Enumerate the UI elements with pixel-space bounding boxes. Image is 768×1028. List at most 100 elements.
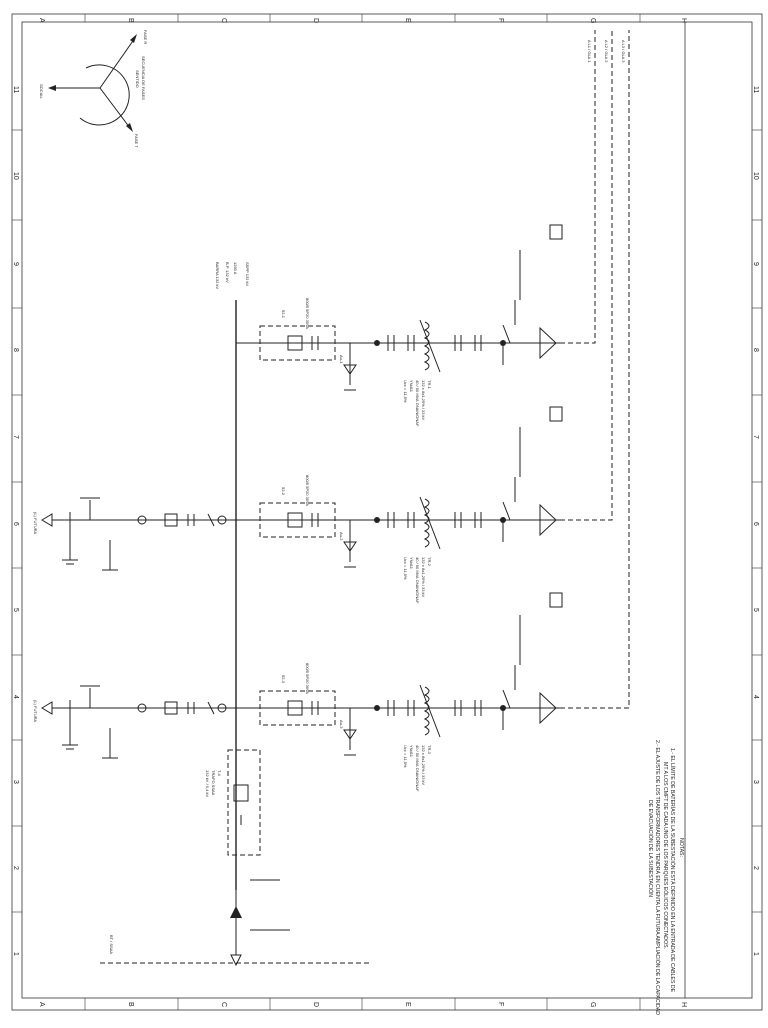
row-number-3: 3: [12, 780, 19, 784]
busbar-label-ref: B.P. 132 kV: [225, 262, 230, 283]
compass-arrowhead-down-icon: [126, 123, 133, 132]
compass-arrowhead-up-icon: [130, 34, 137, 43]
ssaa-arrow-icon: [230, 906, 242, 918]
compass-arrow-a-label: FASE R: [143, 30, 148, 44]
col-letter-e-bottom: E: [404, 1002, 411, 1007]
feeder-2-breaker-label: 52-2: [281, 487, 286, 496]
feeder-3-aux-breaker-icon: [549, 592, 563, 608]
notes-block: NOTAS: 1.- EL LÍMITE DE BATERÍAS DE LA S…: [647, 740, 684, 1015]
feeder-3-tr-rating: 132 ± 8x1,25% / 33 kV: [421, 745, 426, 786]
feeder-2-transformer-icon: [423, 498, 430, 548]
notes-title: NOTAS:: [678, 838, 684, 857]
feeder-1-tr-label: TR-1: [427, 380, 432, 390]
feeder-3-output-label: A L3 / GLA 3: [621, 40, 626, 63]
col-letter-b-bottom: B: [127, 1002, 134, 1007]
feeder-3-transformer-icon: [423, 686, 430, 736]
feeder-1-tr-power: 40 / 50 MVA ONAN/ONAF: [415, 380, 420, 427]
ssaa-enclosure: [227, 749, 261, 856]
col-letter-b: B: [127, 18, 134, 23]
feeder-3-arrester-label: Au-3: [339, 720, 344, 729]
feeder-1-tr-group: YNd11: [409, 380, 414, 393]
compass-label-main: SECUENCIA DE FASES: [141, 56, 146, 100]
future-bay-2-ct-icon: [137, 703, 147, 713]
col-letter-a: A: [38, 18, 45, 23]
notes-line-2: MT A LOS CMFT DE CADA UNO DE LOS PARQUES…: [662, 762, 669, 949]
feeder-2-output-label: A L2 / GLA 2: [604, 40, 609, 63]
feeder-2-tr-rating: 132 ± 8x1,25% / 33 kV: [421, 557, 426, 598]
feeder-3-tr-group: YNd11: [409, 745, 414, 758]
feeder-1-cable-terminal-icon: [539, 326, 557, 360]
compass-arrow-down: [99, 87, 131, 129]
row-number-2-right: 2: [752, 866, 759, 870]
notes-line-3: 2.- EL AJUSTE DE LOS TRANSFORMADORES TEN…: [654, 740, 661, 1015]
row-number-6-right: 6: [752, 522, 759, 526]
feeder-2-ct-label: 800/5 5P20 30VA: [305, 475, 310, 506]
notes-line-4: DE EVACUACIÓN DE LA SUBESTACIÓN: [647, 800, 654, 897]
busbar-label-bottom: SSPP 132 kV: [245, 262, 250, 286]
row-number-4: 4: [12, 695, 19, 699]
column-letters-top: A B C D E F G H: [38, 18, 687, 23]
future-bay-2-breaker-icon: [164, 701, 178, 715]
future-bay-2-label: (L) FUTURA: [33, 700, 38, 723]
notes-line-1: 1.- EL LÍMITE DE BATERÍAS DE LA SUBESTAC…: [669, 748, 676, 993]
col-letter-d-bottom: D: [312, 1002, 319, 1007]
future-bay-1-ct-icon: [137, 515, 147, 525]
ssaa-rating: 132 kV / 0,4 kV: [205, 770, 210, 797]
feeder-1-arrester-label: Au-1: [339, 355, 344, 364]
feeder-bay-2: 800/5 5P20 30VA 52-2 TR-2 132 ± 8x1,25% …: [236, 40, 609, 604]
bottom-bar-label: BT / SSAA: [109, 935, 114, 954]
feeder-1-tr-ucc: Ucc = 11,5%: [403, 380, 408, 403]
column-letters-bottom: A B C D E F G H: [38, 1002, 687, 1007]
ssaa-breaker-icon: [233, 784, 249, 802]
compass-label-social: SOCIAL: [39, 84, 44, 99]
feeder-2-tr-label: TR-2: [427, 557, 432, 567]
col-letter-h: H: [680, 18, 687, 23]
ssaa-label: TRAFO SSAA: [211, 770, 216, 796]
row-number-10: 10: [12, 172, 19, 180]
feeder-1-ct-label: 800/5 5P20 30VA: [305, 298, 310, 329]
future-bay-1-vt-icon: [217, 515, 227, 525]
row-number-7-right: 7: [752, 435, 759, 439]
feeder-1-breaker-icon: [287, 335, 303, 351]
col-letter-f-bottom: F: [497, 1002, 504, 1006]
feeder-2-arrester-label: Au-2: [339, 532, 344, 541]
feeder-1-transformer-icon: [423, 321, 430, 371]
row-number-6: 6: [12, 522, 19, 526]
feeder-1-output-label: A L1 / GLA 1: [587, 40, 592, 63]
ssaa-id: T-4: [217, 770, 222, 777]
row-number-8: 8: [12, 348, 19, 352]
row-number-9-right: 9: [752, 262, 759, 266]
compass-arrow-b-label: FASE T: [134, 134, 139, 148]
feeder-1-aux-breaker-icon: [549, 224, 563, 240]
feeder-3-node-icon: [374, 705, 380, 711]
compass-label-sub: SENTIDO: [135, 70, 140, 88]
inner-frame: [21, 21, 753, 999]
future-bay-2-terminal-icon: [41, 701, 53, 715]
feeder-3-arrester-icon: [343, 729, 357, 740]
col-letter-f: F: [497, 18, 504, 22]
busbar-label-rating: 1250 A: [233, 262, 238, 275]
row-number-7: 7: [12, 435, 19, 439]
feeder-2-gis-enclosure: [259, 502, 336, 538]
row-number-8-right: 8: [752, 348, 759, 352]
future-bay-2-vt-icon: [217, 703, 227, 713]
row-number-9: 9: [12, 262, 19, 266]
feeder-2-tr-power: 40 / 50 MVA ONAN/ONAF: [415, 557, 420, 604]
feeder-3-cable-terminal-icon: [539, 691, 557, 725]
feeder-3-breaker-label: 52-3: [281, 675, 286, 684]
feeder-1-breaker-label: 52-1: [281, 310, 286, 319]
col-letter-h-bottom: H: [680, 1002, 687, 1007]
col-letter-c-bottom: C: [220, 1002, 227, 1007]
row-number-5-right: 5: [752, 608, 759, 612]
feeder-1-arrester-icon: [343, 364, 357, 375]
future-bay-1-terminal-icon: [41, 513, 53, 527]
feeder-bay-3: 800/5 5P20 30VA 52-3 TR-3 132 ± 8x1,25% …: [236, 40, 626, 792]
row-number-2: 2: [12, 866, 19, 870]
feeder-3-tr-label: TR-3: [427, 745, 432, 755]
phase-sequence-symbol: SOCIAL SECUENCIA DE FASES SENTIDO FASE R…: [39, 30, 148, 148]
row-number-1-right: 1: [752, 952, 759, 956]
feeder-2-aux-breaker-icon: [549, 406, 563, 422]
feeder-2-node-icon: [374, 517, 380, 523]
row-number-3-right: 3: [752, 780, 759, 784]
